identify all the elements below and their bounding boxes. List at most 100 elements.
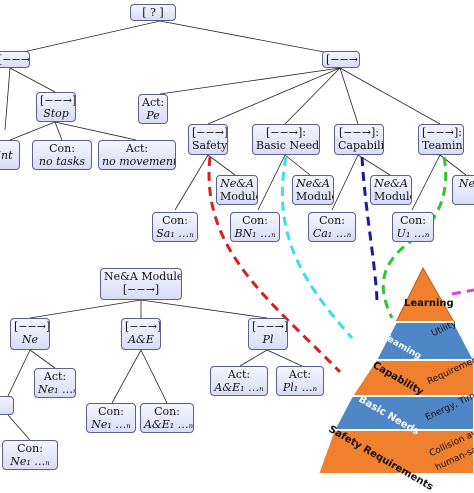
- con-bottom-left-node: Con: Ne₁ …ₙ: [2, 440, 58, 470]
- con-sa-body: Sa₁ …ₙ: [156, 227, 194, 240]
- right-sequence-node: [−−→]: [322, 51, 360, 68]
- act-pe-body: Pe: [146, 109, 160, 122]
- pyramid-level-safety: [316, 429, 474, 474]
- con-ca-body: Ca₁ …ₙ: [312, 227, 352, 240]
- stop-node: [−−→]: Stop: [36, 92, 76, 122]
- ae-seq-head: [−−→]:: [125, 320, 161, 333]
- nea-module-main-l1: Ne&A Module: [104, 270, 182, 283]
- stop-seq: [−−→]:: [40, 94, 76, 107]
- con-no-tasks-body: no tasks: [38, 155, 86, 168]
- teaming-seq: [−−→]:: [422, 126, 462, 139]
- pyramid-level-basic-needs: [332, 395, 474, 431]
- capability-node: [−−→]: Capability: [334, 124, 384, 155]
- act-pe-node: Act: Pe: [138, 94, 168, 124]
- teaming-link: [381, 156, 448, 319]
- capability-seq: [−−→]:: [339, 126, 379, 139]
- tree-edges: [4, 20, 467, 441]
- capability-link: [360, 156, 379, 301]
- nea-module-capability: Ne&A Module: [370, 175, 412, 205]
- pl-seq-head: [−−→]:: [252, 320, 288, 333]
- capability-name: Capability: [338, 139, 384, 152]
- act-ne-body: Ne₁ …ₙ: [38, 383, 76, 396]
- con-ae-node: Con: A&E₁ …ₙ: [140, 403, 194, 433]
- ae-seq-node: [−−→]: A&E: [121, 318, 161, 350]
- act-pl-node: Act: Pl₁ …ₙ: [276, 366, 324, 396]
- nea-module-safety: Ne&A Module: [216, 175, 258, 205]
- con-ca-head: Con:: [319, 214, 345, 227]
- needs-pyramid: [316, 266, 474, 474]
- partial-left-node: [0, 396, 14, 415]
- con-ae-head: Con:: [154, 405, 180, 418]
- teaming-name: Teaming: [422, 139, 463, 152]
- nea-module-teaming-l1: Ne: [458, 177, 474, 190]
- con-ae-body: A&E₁ …ₙ: [144, 418, 194, 431]
- safety-link: [207, 156, 342, 374]
- cross-links: [207, 156, 474, 374]
- root-label: [ ? ]: [142, 6, 164, 19]
- pl-seq-name: Pl: [262, 333, 274, 346]
- left-sequence-node: [−−→]: [0, 51, 30, 68]
- pyramid-level-teaming: [374, 321, 474, 361]
- pyramid-level-learning: [395, 266, 455, 323]
- con-ca-node: Con: Ca₁ …ₙ: [308, 212, 356, 242]
- basic-needs-name: Basic Needs: [256, 139, 320, 152]
- basic-needs-link: [280, 156, 354, 339]
- int-body: int: [0, 149, 13, 162]
- ne-seq-node: [−−→]: Ne: [10, 318, 50, 350]
- stop-name: Stop: [43, 107, 69, 120]
- learning-link: [451, 288, 474, 296]
- pl-seq-node: [−−→]: Pl: [248, 318, 288, 350]
- con-u-head: Con:: [400, 214, 426, 227]
- act-ae-head: Act:: [227, 368, 251, 381]
- act-pe-head: Act:: [142, 96, 165, 109]
- nea-module-basic-needs: Ne&A Module: [292, 175, 334, 205]
- left-sequence-label: [−−→]: [0, 53, 30, 66]
- con-bn-node: Con: BN₁ …ₙ: [230, 212, 280, 242]
- con-sa-head: Con:: [162, 214, 188, 227]
- root-node: [ ? ]: [130, 4, 176, 21]
- nea-module-main-node: Ne&A Module [−−→]: [100, 268, 182, 300]
- pyramid-level-capability: [350, 359, 474, 397]
- act-no-movement-body: no movement: [102, 155, 176, 168]
- con-bottom-left-head: Con:: [17, 442, 43, 455]
- con-bn-head: Con:: [242, 214, 268, 227]
- con-no-tasks-node: Con: no tasks: [32, 140, 92, 170]
- con-ne-node: Con: Ne₁ …ₙ: [86, 403, 136, 433]
- con-ne-head: Con:: [98, 405, 124, 418]
- act-pl-left-node: Act: A&E₁ …ₙ: [210, 366, 268, 396]
- safety-name: Safety: [192, 139, 228, 152]
- act-no-movement-node: Act: no movement: [98, 140, 176, 170]
- tree-diagram-canvas: [4, 20, 474, 474]
- int-node: int: [0, 140, 20, 170]
- act-pl-head: Act:: [288, 368, 312, 381]
- ne-seq-name: Ne: [21, 333, 39, 346]
- con-bottom-left-body: Ne₁ …ₙ: [10, 455, 50, 468]
- con-u-body: U₁ …ₙ: [396, 227, 430, 240]
- con-u-node: Con: U₁ …ₙ: [392, 212, 434, 242]
- ne-seq-head: [−−→]:: [14, 320, 50, 333]
- teaming-node: [−−→]: Teaming: [418, 124, 464, 155]
- nea-module-basic-needs-l2: Module: [296, 190, 334, 203]
- con-no-tasks-head: Con:: [49, 142, 75, 155]
- act-ne-node: Act: Ne₁ …ₙ: [34, 368, 76, 398]
- nea-module-main-l2: [−−→]: [122, 283, 160, 296]
- act-pl-body: Pl₁ …ₙ: [282, 381, 318, 394]
- con-ne-body: Ne₁ …ₙ: [91, 418, 131, 431]
- nea-module-capability-l2: Module: [374, 190, 412, 203]
- safety-node: [−−→]: Safety: [188, 124, 228, 155]
- ae-seq-name: A&E: [128, 333, 154, 346]
- pyramid-label-learning: Learning: [404, 298, 454, 309]
- nea-module-teaming: Ne: [452, 175, 474, 205]
- nea-module-basic-needs-l1: Ne&A: [296, 177, 330, 190]
- con-sa-node: Con: Sa₁ …ₙ: [152, 212, 198, 242]
- nea-module-capability-l1: Ne&A: [374, 177, 408, 190]
- con-bn-body: BN₁ …ₙ: [234, 227, 276, 240]
- basic-needs-seq: [−−→]:: [266, 126, 306, 139]
- basic-needs-node: [−−→]: Basic Needs: [252, 124, 320, 155]
- safety-seq: [−−→]:: [192, 126, 228, 139]
- act-ne-head: Act:: [43, 370, 67, 383]
- nea-module-safety-l2: Module: [220, 190, 258, 203]
- act-no-movement-head: Act:: [125, 142, 149, 155]
- act-ae-body: A&E₁ …ₙ: [214, 381, 264, 394]
- nea-module-safety-l1: Ne&A: [220, 177, 254, 190]
